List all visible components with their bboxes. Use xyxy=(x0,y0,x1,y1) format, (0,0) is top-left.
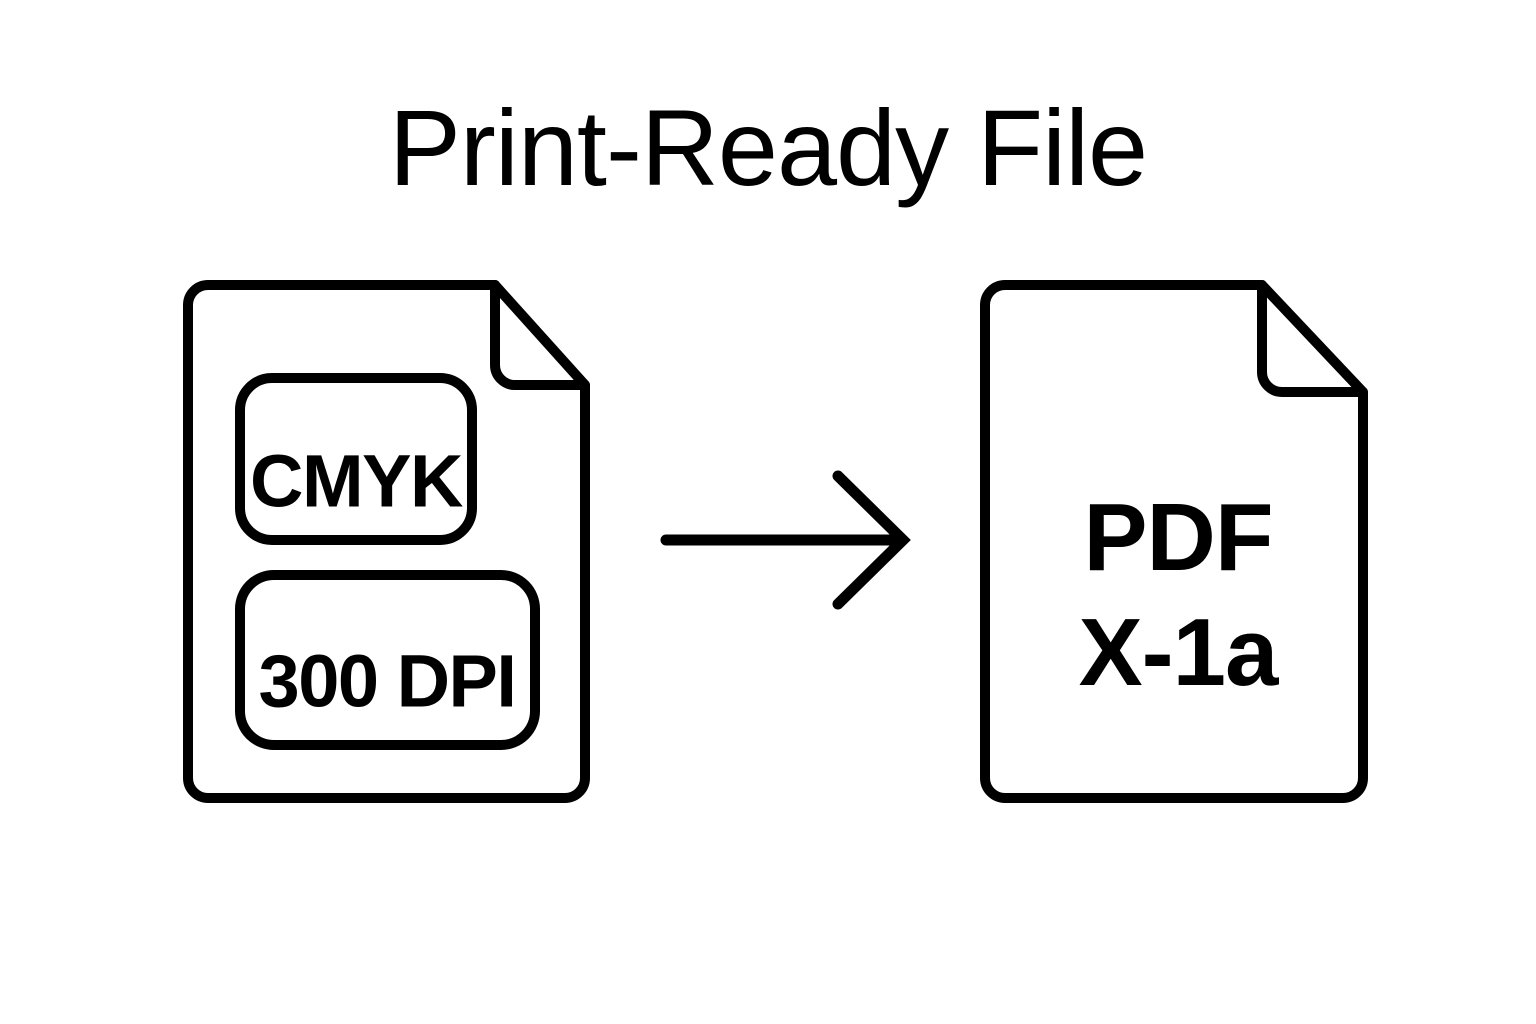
badge-300-dpi-label: 300 DPI xyxy=(259,640,516,723)
target-document-label-x1a: X-1a xyxy=(1079,599,1279,706)
source-document-group[interactable]: CMYK 300 DPI xyxy=(183,280,590,803)
source-document-fold-icon xyxy=(490,280,590,390)
badge-cmyk-label: CMYK xyxy=(250,440,463,523)
badge-300-dpi[interactable]: 300 DPI xyxy=(235,570,540,750)
badge-cmyk-outline xyxy=(235,373,477,545)
conversion-arrow-icon xyxy=(660,470,911,610)
target-document-group[interactable]: PDF X-1a xyxy=(980,280,1368,803)
target-document-fold-icon xyxy=(1257,280,1368,397)
target-document-outline xyxy=(980,280,1368,803)
diagram-title: Print-Ready File xyxy=(389,87,1147,208)
badge-cmyk[interactable]: CMYK xyxy=(235,373,477,545)
target-document-label-pdf: PDF xyxy=(1084,484,1273,591)
arrow-head xyxy=(832,470,911,610)
source-document-outline xyxy=(183,280,590,803)
badge-300-dpi-outline xyxy=(235,570,540,750)
